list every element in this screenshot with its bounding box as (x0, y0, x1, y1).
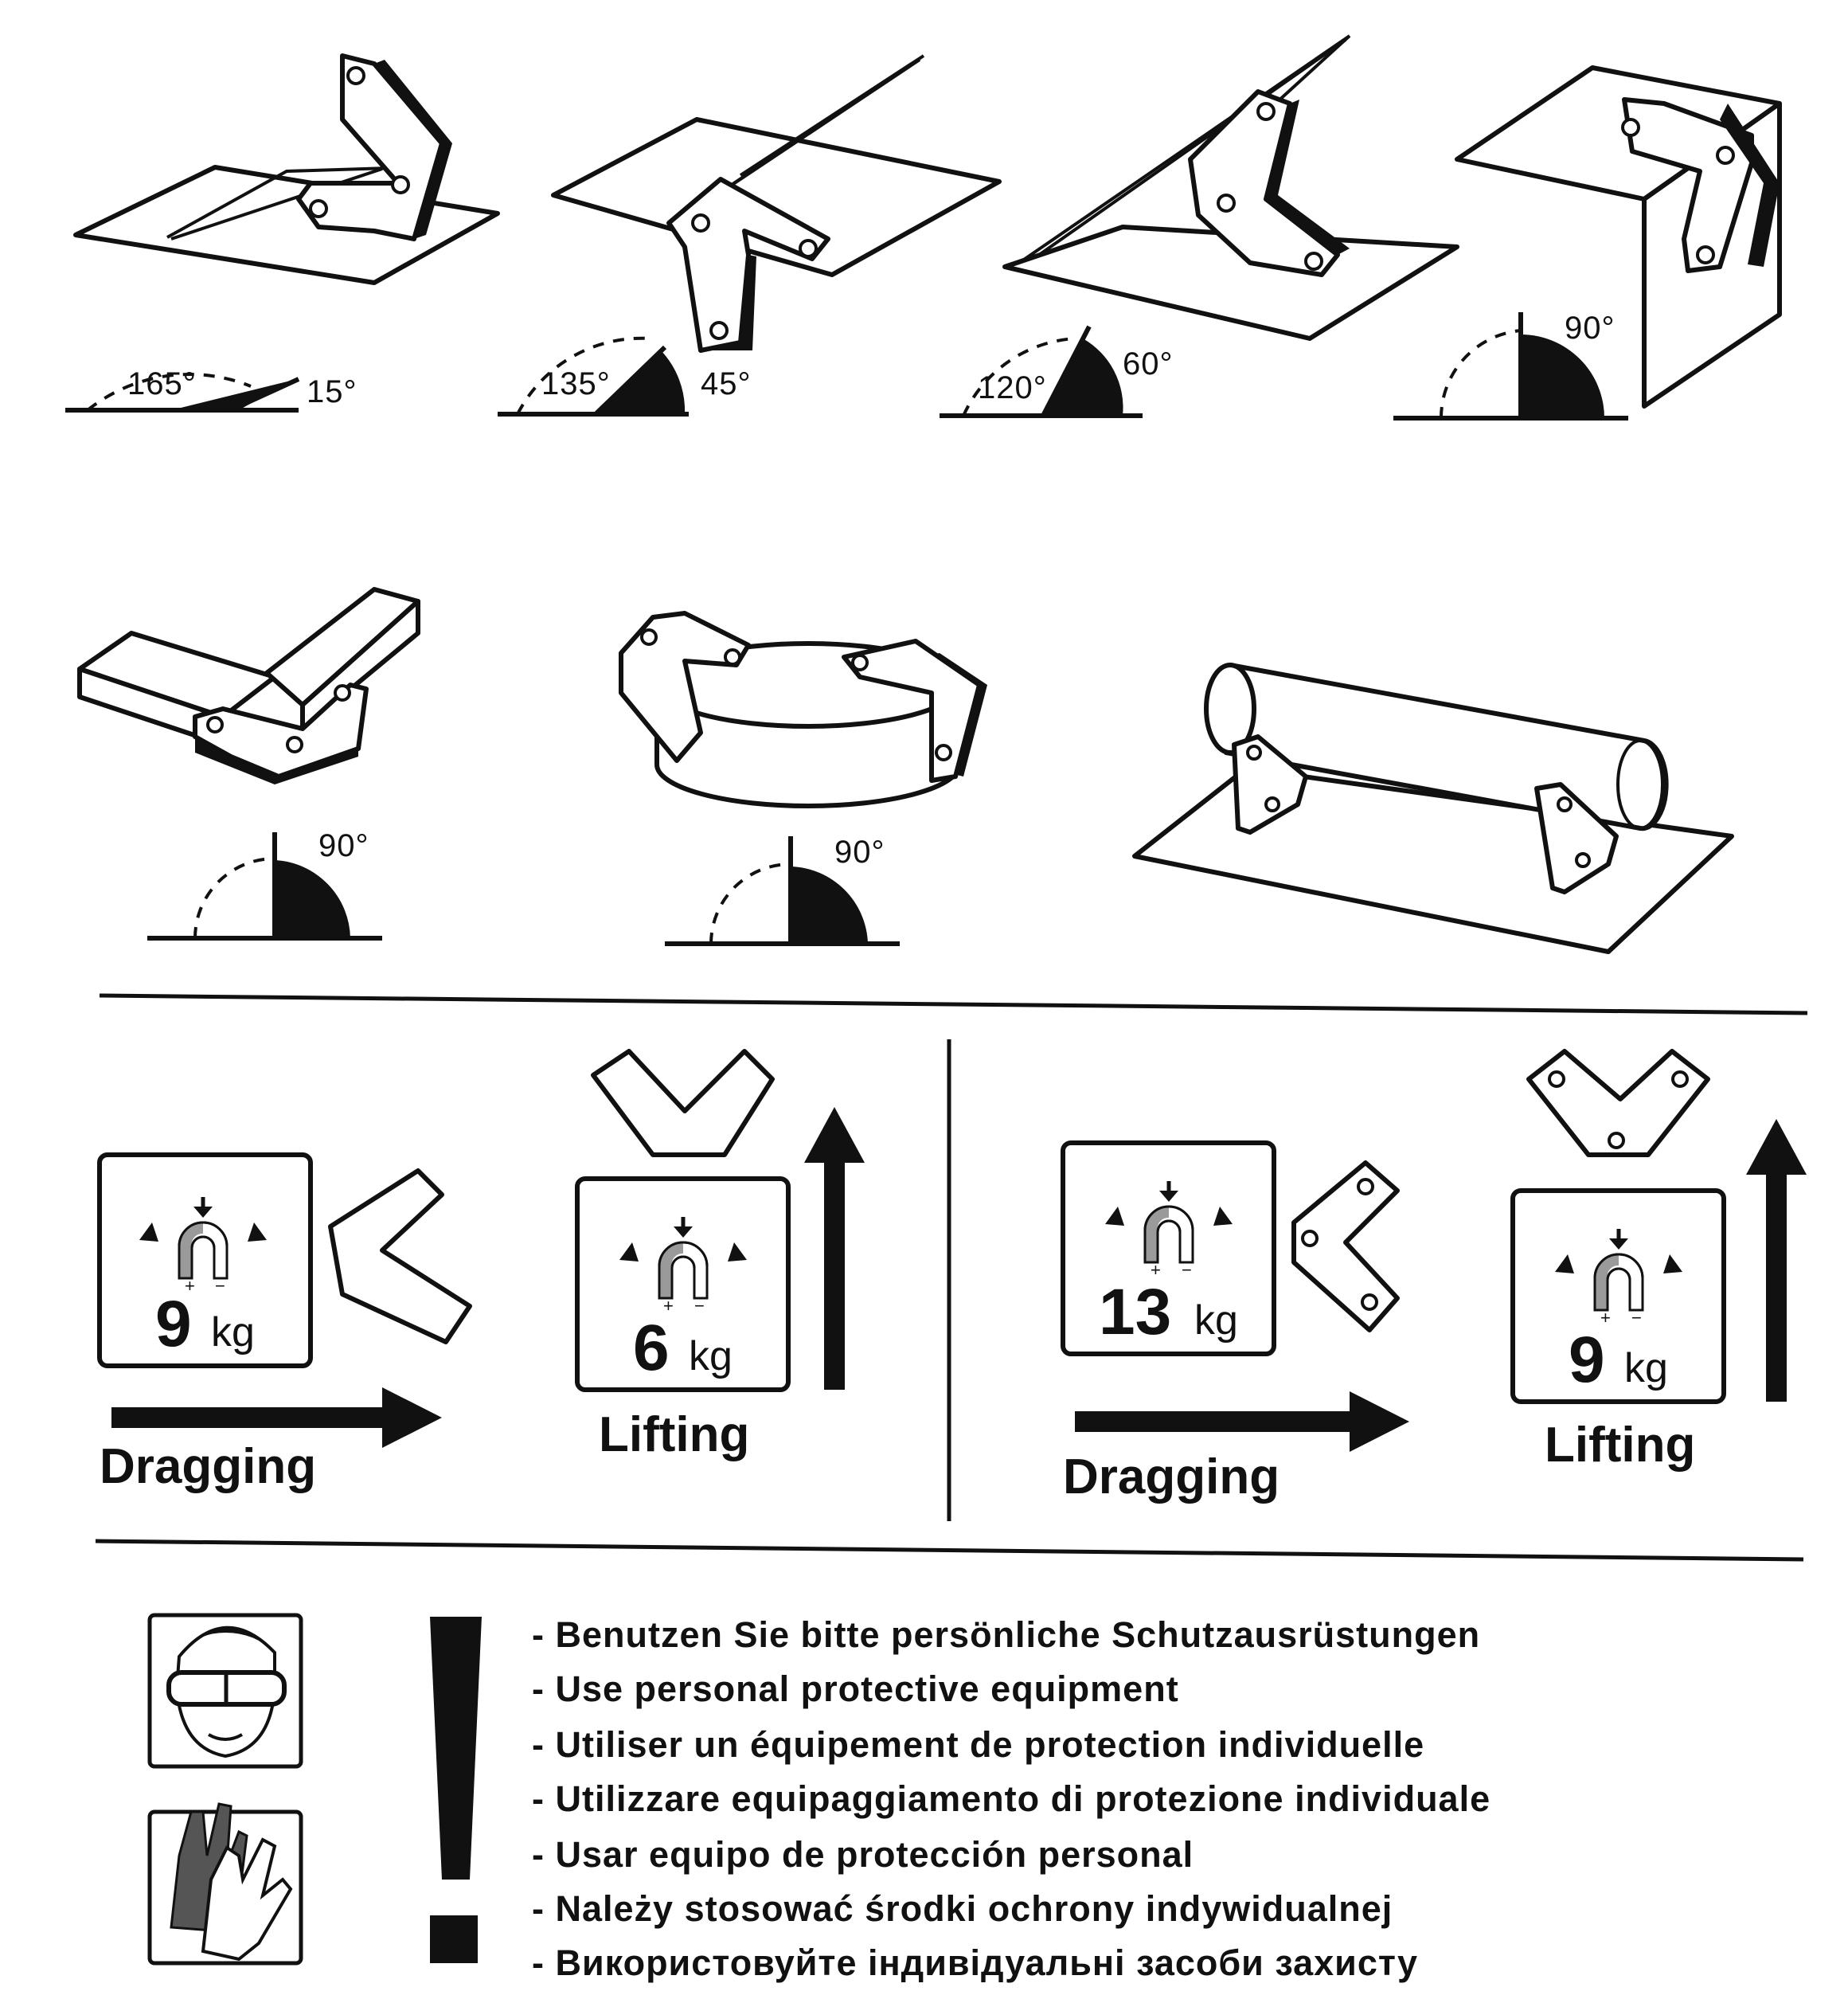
warning-pl: - Należy stosować środki ochrony indywid… (532, 1888, 1393, 1929)
magnet-plate-side (328, 1168, 472, 1344)
angle-label-obtuse: 120° (978, 370, 1047, 405)
angle-gauge-90: 90° (1393, 311, 1628, 421)
lifting-force-unit: kg (689, 1333, 733, 1379)
polarity-plus: + (1600, 1308, 1611, 1328)
angle-gauge-120-60: 120° 60° (940, 325, 1174, 418)
polarity-minus: − (1631, 1308, 1642, 1328)
lifting-force-panel-left: + − 6 kg Lifting (575, 1049, 865, 1462)
dragging-force-panel-left: + − 9 kg Dragging (97, 1152, 472, 1494)
divider-top (99, 993, 1808, 1015)
polarity-plus: + (1151, 1260, 1161, 1280)
lifting-label: Lifting (1545, 1418, 1695, 1473)
lifting-force-value: 6 (633, 1312, 670, 1384)
diagram-90-degree-cylinder (619, 611, 987, 808)
diagram-45-degree (551, 54, 1002, 353)
lifting-label: Lifting (599, 1407, 749, 1462)
warning-fr: - Utiliser un équipement de protection i… (532, 1724, 1424, 1765)
polarity-plus: + (185, 1276, 195, 1296)
polarity-minus: − (694, 1296, 705, 1316)
angle-label-obtuse: 135° (541, 366, 611, 401)
dragging-force-panel-right: + − 13 kg Dragging (1061, 1140, 1409, 1504)
warning-uk: - Використовуйте індивідуальні засоби за… (532, 1942, 1418, 1983)
lifting-force-unit: kg (1624, 1345, 1668, 1391)
arrow-right-icon (1075, 1391, 1409, 1452)
angle-gauge-165-15: 165° 15° (65, 366, 357, 413)
warning-de: - Benutzen Sie bitte persönliche Schutza… (532, 1614, 1480, 1655)
divider-bottom (95, 1539, 1804, 1562)
gloves-icon (147, 1802, 303, 1966)
diagram-60-degree (1002, 34, 1459, 341)
diagram-90-degree-box (1455, 65, 1782, 409)
angle-gauge-90: 90° (147, 828, 382, 941)
angle-label-acute: 60° (1123, 346, 1174, 381)
angle-gauge-135-45: 135° 45° (498, 336, 752, 417)
dragging-force-unit: kg (211, 1309, 255, 1355)
dragging-label: Dragging (1063, 1449, 1280, 1504)
dragging-force-unit: kg (1194, 1297, 1238, 1344)
lifting-force-panel-right: + − 9 kg Lifting (1510, 1049, 1807, 1473)
lifting-force-value: 9 (1569, 1324, 1605, 1396)
dragging-force-value: 9 (155, 1288, 192, 1360)
dragging-force-value: 13 (1099, 1276, 1171, 1348)
polarity-minus: − (215, 1276, 225, 1296)
angle-gauge-90: 90° (665, 835, 900, 946)
goggles-icon (147, 1613, 303, 1769)
angle-label-acute: 15° (307, 374, 357, 409)
magnet-plate-top (1526, 1049, 1710, 1157)
safety-warnings: - Benutzen Sie bitte persönliche Schutza… (532, 1614, 1491, 1983)
angle-label-right: 90° (834, 835, 885, 870)
polarity-minus: − (1182, 1260, 1192, 1280)
angle-label-right: 90° (1565, 311, 1616, 346)
angle-label-acute: 45° (701, 366, 752, 401)
magnet-plate-side (1291, 1160, 1400, 1332)
diagram-pipe-holding (1132, 663, 1734, 954)
polarity-plus: + (663, 1296, 674, 1316)
warning-it: - Utilizzare equipaggiamento di protezio… (532, 1778, 1491, 1819)
diagram-90-degree-beam (77, 587, 420, 784)
exclamation-icon (430, 1617, 482, 1963)
angle-label-obtuse: 165° (127, 366, 197, 401)
warning-es: - Usar equipo de protección personal (532, 1834, 1194, 1875)
arrow-up-icon (804, 1107, 865, 1390)
angle-label-right: 90° (318, 828, 369, 863)
dragging-label: Dragging (100, 1439, 316, 1494)
warning-en: - Use personal protective equipment (532, 1668, 1179, 1709)
diagram-15-degree (73, 53, 500, 285)
arrow-right-icon (111, 1387, 442, 1448)
arrow-up-icon (1746, 1119, 1807, 1402)
magnet-plate-top (591, 1049, 775, 1157)
